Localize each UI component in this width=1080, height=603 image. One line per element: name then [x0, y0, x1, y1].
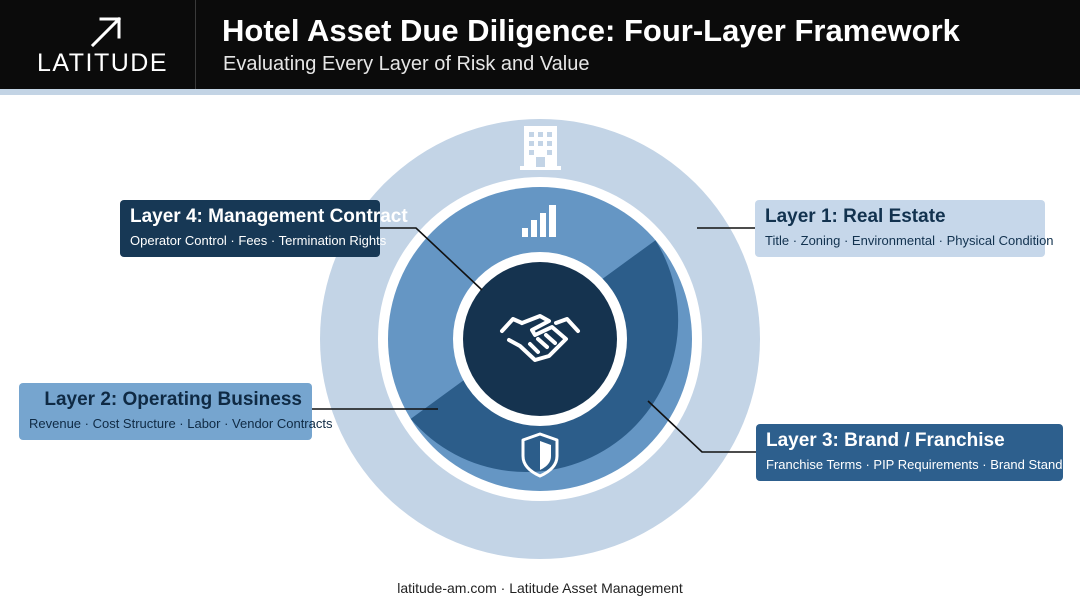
brand-name: LATITUDE: [37, 49, 168, 77]
layer-4-items: Operator Control · Fees · Termination Ri…: [130, 233, 387, 248]
layer-1-items: Title · Zoning · Environmental · Physica…: [765, 233, 1054, 248]
building-icon: [520, 126, 561, 170]
header-divider: [0, 89, 1080, 95]
layer-3-callout: Layer 3: Brand / Franchise Franchise Ter…: [756, 424, 1080, 481]
arrow-up-right-icon: [90, 16, 122, 48]
layer-1-callout: Layer 1: Real Estate Title · Zoning · En…: [755, 200, 1054, 257]
footer-text: latitude-am.com · Latitude Asset Managem…: [397, 580, 683, 596]
header-bar: [0, 0, 1080, 89]
layer-1-title: Layer 1: Real Estate: [765, 206, 946, 227]
shield-icon: [521, 432, 559, 478]
logo[interactable]: LATITUDE: [0, 0, 196, 89]
bar-chart-icon: [522, 205, 556, 237]
layer-3-title: Layer 3: Brand / Franchise: [766, 430, 1005, 451]
layer-4-title: Layer 4: Management Contract: [130, 206, 408, 227]
layer-4-callout: Layer 4: Management Contract Operator Co…: [120, 200, 408, 257]
layer-2-callout: Layer 2: Operating Business Revenue · Co…: [19, 383, 333, 440]
layer-3-items: Franchise Terms · PIP Requirements · Bra…: [766, 457, 1080, 472]
leader-line-layer-4: [380, 227, 483, 291]
layer-2-items: Revenue · Cost Structure · Labor · Vendo…: [29, 416, 333, 431]
page-title: Hotel Asset Due Diligence: Four-Layer Fr…: [222, 13, 960, 48]
leader-line-layer-3: [647, 400, 756, 453]
page-subtitle: Evaluating Every Layer of Risk and Value: [223, 53, 590, 75]
handshake-icon: [500, 314, 580, 362]
layer-2-title: Layer 2: Operating Business: [44, 389, 302, 410]
